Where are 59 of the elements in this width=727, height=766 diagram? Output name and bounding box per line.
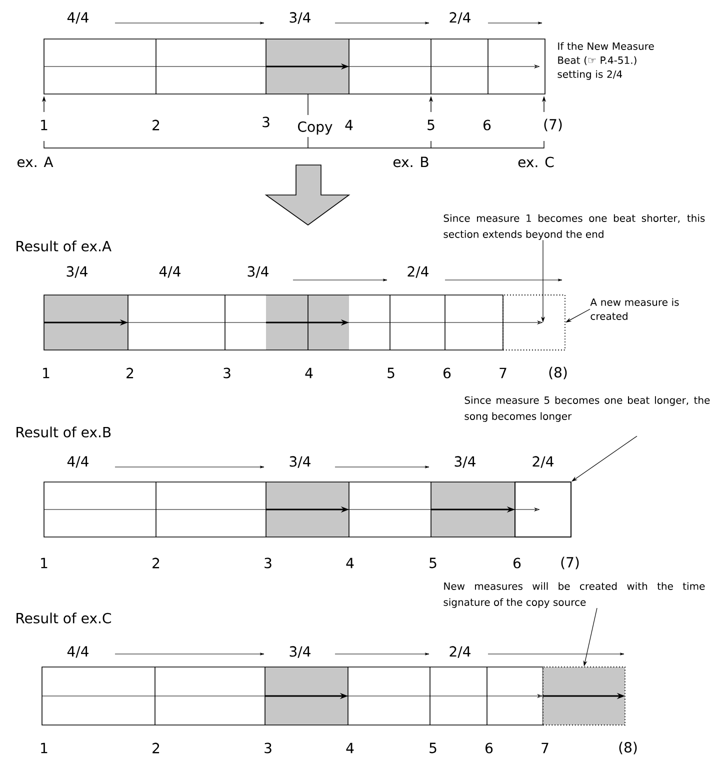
measure-number: 6 [444, 368, 451, 378]
note-text: If the New Measure Beat (☞ P.4-51.) setting is 2/4 [558, 42, 654, 80]
measure-number: 6 [486, 742, 493, 754]
measure-box [514, 482, 572, 538]
time-signature: 4/4 [67, 456, 88, 468]
time-signature: 3/4 [248, 266, 268, 278]
measure-number: 4 [345, 120, 353, 130]
section-title: Result of ex.C [16, 612, 111, 624]
example-label: ex. A [17, 156, 54, 168]
new-measure-box [502, 294, 566, 350]
note-text: Since measure 5 becomes one beat longer, the song becomes longer [464, 396, 710, 422]
measure-number: 6 [514, 558, 521, 568]
measure-number: 7 [500, 368, 506, 378]
measure-number: 2 [152, 742, 160, 754]
time-signature: 3/4 [290, 646, 310, 658]
measure-number: 1 [43, 368, 50, 378]
time-signature: 2/4 [450, 646, 470, 658]
time-signature: 4/4 [159, 266, 180, 278]
note-text: New measures will be created with the time signature of the copy source [444, 582, 705, 608]
measure-number: 3 [264, 558, 272, 568]
new-measure-box [542, 666, 626, 726]
note-text: A new measure is created [590, 298, 679, 320]
measure-number: 1 [41, 558, 48, 568]
measure-number: 7 [542, 742, 548, 754]
measure-number: 6 [484, 120, 491, 130]
time-signature: 3/4 [290, 12, 310, 24]
measure-number: 5 [430, 742, 436, 754]
example-label: ex. B [393, 156, 428, 168]
measure-number: 1 [41, 742, 48, 754]
measure-number: 3 [262, 116, 270, 128]
measure-number: (7) [544, 118, 562, 132]
measure-number: (8) [619, 742, 637, 754]
measure-number: 3 [224, 368, 230, 378]
copy-label: Copy [298, 121, 332, 135]
measure-number: 1 [41, 120, 48, 130]
measure-number: 5 [430, 558, 436, 568]
example-label: ex. C [518, 156, 554, 168]
measure-number: 2 [152, 120, 160, 130]
time-signature: 2/4 [408, 266, 428, 278]
section-title: Result of ex.B [16, 426, 111, 438]
measure-number: 4 [346, 558, 354, 568]
time-signature: 2/4 [532, 456, 554, 468]
measure-number: 2 [126, 368, 134, 378]
time-signature: 2/4 [450, 12, 470, 24]
time-signature: 4/4 [67, 12, 88, 24]
time-signature: 3/4 [290, 456, 310, 468]
measure-number: (8) [549, 366, 567, 380]
measure-number: (7) [561, 556, 579, 570]
measure-number: 5 [388, 368, 394, 378]
note-text: Since measure 1 becomes one beat shorter, this section extends beyond the end [444, 214, 705, 240]
measure-number: 2 [152, 558, 160, 568]
section-title: Result of ex.A [16, 240, 112, 252]
measure-number: 4 [305, 368, 313, 378]
measure-number: 4 [346, 742, 354, 754]
measure-number: 5 [428, 120, 434, 130]
time-signature: 3/4 [66, 266, 88, 278]
measure-number: 3 [264, 742, 272, 754]
time-signature: 3/4 [454, 456, 476, 468]
time-signature: 4/4 [67, 646, 88, 658]
